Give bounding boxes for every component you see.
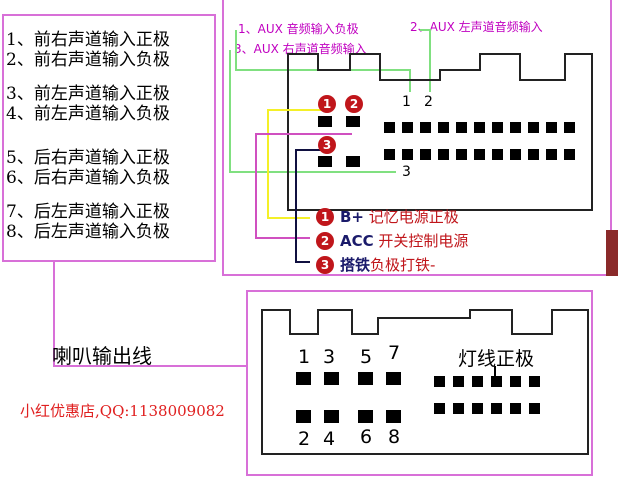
aux-pin-number-1: 1 [402,94,411,110]
pin [324,372,339,385]
pin-number-1: 1 [298,346,311,368]
power-badge-2: 2 [316,232,334,250]
aux-wire-1 [235,30,411,92]
ground-wire [295,149,324,263]
power-badge-1: 1 [316,208,334,226]
legend-panel [2,14,216,262]
aux-label-3: 3、AUX 右声道音频输入 [234,42,367,56]
photo-strip [606,230,618,276]
pin [324,410,339,423]
pin [386,410,401,423]
speaker-output-label: 喇叭输出线 [52,344,152,368]
pin-number-6: 6 [360,426,373,448]
pin [386,372,401,385]
pin [296,410,311,423]
shop-label: 小红优惠店,QQ:1138009082 [20,402,225,420]
legend-item-3: 3、前左声道输入正极 [6,84,170,104]
top-badge-3: 3 [318,136,336,154]
legend-item-4: 4、前左声道输入负极 [6,104,170,124]
speaker-pointer [53,262,248,367]
top-diagram-frame [222,0,612,276]
pin [318,156,332,167]
pin-number-7: 7 [388,342,401,364]
light-pointer [494,366,496,380]
pin [358,372,373,385]
legend-item-5: 5、后右声道输入正极 [6,148,170,168]
aux-label-2: 2、AUX 左声道音频输入 [410,20,543,34]
bottom-pin-grid [434,376,540,414]
power-label-2: ACC 开关控制电源 [340,232,469,250]
pin [358,410,373,423]
pin [346,156,360,167]
aux-pin-number-2: 2 [424,94,433,110]
bottom-diagram-frame [246,290,593,476]
pin-number-3: 3 [323,346,336,368]
top-badge-1: 1 [318,95,336,113]
legend-item-6: 6、后右声道输入负极 [6,168,170,188]
pin [346,116,360,127]
pin-number-5: 5 [360,346,373,368]
top-connector-outline [287,53,593,211]
legend-item-1: 1、前右声道输入正极 [6,30,170,50]
aux-wire-3 [229,50,396,173]
yellow-wire [267,109,326,219]
light-positive-label: 灯线正极 [458,348,535,370]
power-label-3: 搭铁负极打铁- [340,256,436,274]
legend-item-2: 2、前右声道输入负极 [6,50,170,70]
pin-number-2: 2 [298,428,311,450]
top-badge-2: 2 [345,95,363,113]
pin-number-8: 8 [388,426,401,448]
pin-number-4: 4 [323,428,336,450]
pin [296,372,311,385]
aux-pin-number-3: 3 [402,164,411,180]
bottom-connector-outline [261,309,589,455]
magenta-wire [255,133,352,239]
aux-label-1: 1、AUX 音频输入负极 [238,22,359,36]
power-label-1: B+ 记忆电源正极 [340,208,459,226]
legend-item-7: 7、后左声道输入正极 [6,202,170,222]
aux-wire-2 [420,29,431,92]
legend-item-8: 8、后左声道输入负极 [6,222,170,242]
power-badge-3: 3 [316,256,334,274]
pin [318,116,332,127]
top-pin-grid [384,122,584,164]
